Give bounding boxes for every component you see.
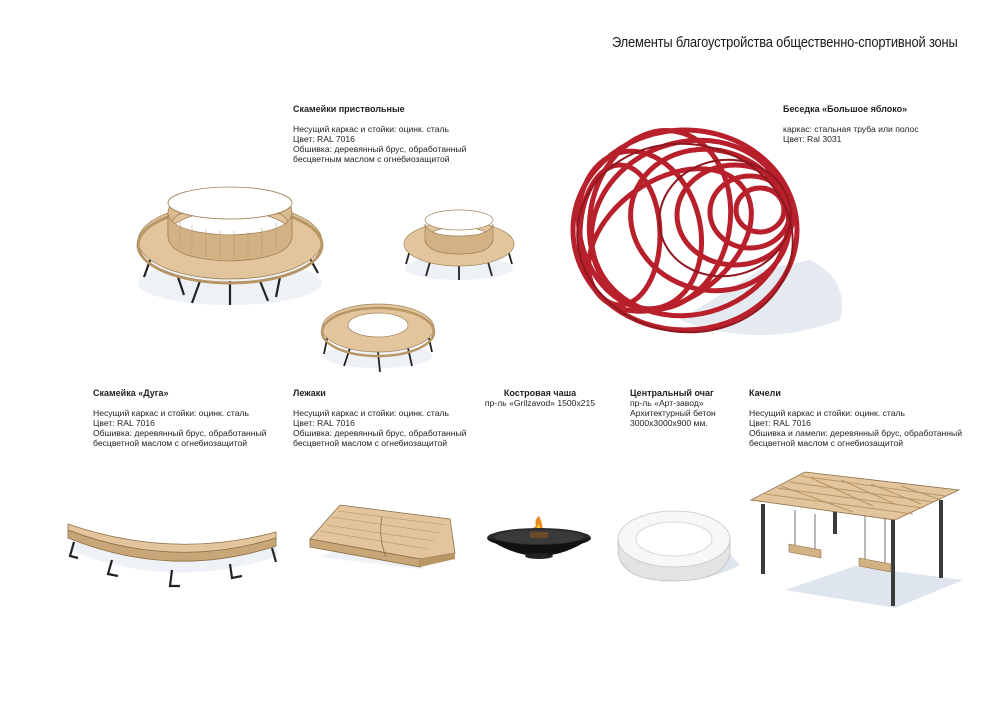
bench-arc-line-4: бесцветной маслом с огнебиозащитой: [93, 438, 248, 448]
bench-arc-caption: Скамейка «Дуга» Несущий каркас и стойки:…: [93, 388, 266, 448]
loungers-line-1: Несущий каркас и стойки: оцинк. сталь: [293, 408, 449, 418]
benches-round-line-3: Обшивка: деревянный брус, обработанный: [293, 144, 467, 154]
round-bench-large-illustration: [136, 186, 324, 305]
hearth-line-3: 3000х3000х900 мм.: [630, 418, 708, 428]
gazebo-line-2: Цвет: Ral 3031: [783, 134, 842, 144]
benches-round-line-4: бесцветным маслом с огнебиозащитой: [293, 154, 450, 164]
bench-arc-title: Скамейка «Дуга»: [93, 388, 169, 398]
swings-line-1: Несущий каркас и стойки: оцинк. сталь: [749, 408, 905, 418]
loungers-illustration: [309, 504, 458, 569]
gazebo-title: Беседка «Большое яблоко»: [783, 104, 908, 114]
swings-illustration: [749, 471, 963, 608]
loungers-caption: Лежаки Несущий каркас и стойки: оцинк. с…: [293, 388, 466, 448]
hearth-title: Центральный очаг: [630, 388, 714, 398]
benches-round-title: Скамейки приствольные: [293, 104, 405, 114]
benches-round-line-2: Цвет: RAL 7016: [293, 134, 355, 144]
swings-line-2: Цвет: RAL 7016: [749, 418, 811, 428]
loungers-line-4: бесцветной маслом с огнебиозащитой: [293, 438, 448, 448]
bench-arc-line-2: Цвет: RAL 7016: [93, 418, 155, 428]
loungers-line-2: Цвет: RAL 7016: [293, 418, 355, 428]
hearth-line-2: Архитектурный бетон: [630, 408, 716, 418]
benches-round-caption: Скамейки приствольные Несущий каркас и с…: [293, 104, 466, 164]
central-hearth-illustration: [617, 510, 740, 582]
fire-bowl-title: Костровая чаша: [503, 388, 577, 398]
loungers-title: Лежаки: [293, 388, 326, 398]
bench-arc-line-3: Обшивка: деревянный брус, обработанный: [93, 428, 267, 438]
bench-arc-illustration: [67, 523, 278, 588]
fire-bowl-line-1: пр-ль «Grilzavod» 1500х215: [484, 398, 596, 408]
swings-title: Качели: [749, 388, 781, 398]
swings-caption: Качели Несущий каркас и стойки: оцинк. с…: [749, 388, 962, 448]
gazebo-line-1: каркас: стальная труба или полос: [783, 124, 919, 134]
gazebo-caption: Беседка «Большое яблоко» каркас: стальна…: [783, 104, 919, 144]
loungers-line-3: Обшивка: деревянный брус, обработанный: [293, 428, 467, 438]
gazebo-big-apple-illustration: [570, 127, 842, 335]
swings-line-4: бесцветной маслом с огнебиозащитой: [749, 438, 904, 448]
swings-line-3: Обшивка и ламели: деревянный брус, обраб…: [749, 428, 963, 438]
round-bench-small-illustration: [320, 303, 436, 373]
bench-arc-line-1: Несущий каркас и стойки: оцинк. сталь: [93, 408, 249, 418]
fire-bowl-illustration: [487, 516, 591, 559]
fire-bowl-caption: Костровая чаша пр-ль «Grilzavod» 1500х21…: [480, 388, 600, 408]
benches-round-line-1: Несущий каркас и стойки: оцинк. сталь: [293, 124, 449, 134]
page-title: Элементы благоустройства общественно-спо…: [612, 34, 958, 51]
hearth-caption: Центральный очаг пр-ль «Арт-завод» Архит…: [630, 388, 716, 428]
round-bench-medium-illustration: [403, 209, 515, 280]
hearth-line-1: пр-ль «Арт-завод»: [630, 398, 704, 408]
